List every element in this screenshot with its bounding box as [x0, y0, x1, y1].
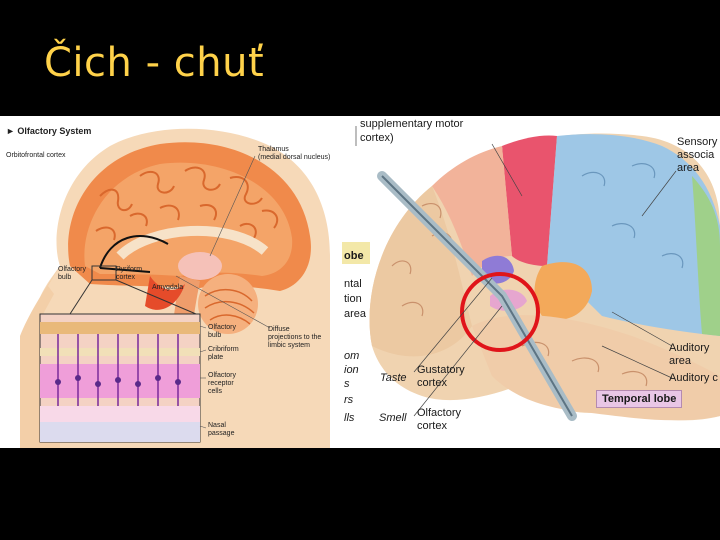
- label-diffuse-projections: Diffuse projections to the limbic system: [268, 326, 322, 349]
- label-lls: lls: [344, 412, 355, 424]
- olfactory-system-illustration: [20, 128, 331, 448]
- label-auditory-cortex: Auditory c: [669, 372, 718, 384]
- label-temporal-lobe: Temporal lobe: [596, 390, 683, 408]
- label-smell: Smell: [379, 412, 407, 424]
- label-tion: tion: [344, 293, 362, 305]
- label-orbitofrontal: Orbitofrontal cortex: [6, 152, 66, 159]
- label-gustatory-cortex: cortex: [417, 377, 447, 389]
- label-olfactory-bulb: Olfactory bulb: [58, 266, 87, 281]
- label-auditory: Auditory: [669, 342, 710, 354]
- cortex-areas-figure: supplementary motor cortex) Sensory asso…: [342, 116, 720, 448]
- label-area: area: [344, 308, 367, 320]
- label-rs: rs: [344, 394, 354, 406]
- label-ntal: ntal: [344, 278, 362, 290]
- label-auditory-area: area: [669, 355, 692, 367]
- label-om: om: [344, 350, 360, 362]
- label-pyriform-cortex: Pyriform cortex: [116, 266, 143, 281]
- label-detail-bulb: Olfactory bulb: [208, 324, 237, 339]
- highlight-circle: [460, 272, 540, 352]
- label-sensory-association: associa: [677, 149, 715, 161]
- label-ion: ion: [344, 364, 359, 376]
- label-detail-nasal: Nasal passage: [208, 422, 235, 437]
- label-olfactory: Olfactory: [417, 407, 462, 419]
- label-gustatory: Gustatory: [417, 364, 465, 376]
- figure-heading: ► Olfactory System: [6, 126, 92, 136]
- label-sensory-area: area: [677, 162, 700, 174]
- label-s: s: [344, 378, 350, 390]
- label-supplementary-cortex: cortex): [360, 132, 394, 144]
- label-lobe: obe: [344, 250, 364, 262]
- label-amygdala: Amygdala: [152, 284, 184, 291]
- slide-title: Čich - chuť: [44, 40, 265, 86]
- label-thalamus-sub: (medial dorsal nucleus): [258, 154, 331, 161]
- label-taste: Taste: [380, 372, 407, 384]
- label-detail-receptor: Olfactory receptor cells: [208, 372, 237, 395]
- label-thalamus: Thalamus: [258, 146, 289, 153]
- label-supplementary-motor: supplementary motor: [360, 118, 464, 130]
- label-sensory: Sensory: [677, 136, 718, 148]
- label-olfactory-cortex: cortex: [417, 420, 447, 432]
- label-detail-cribriform: Cribriform plate: [208, 346, 239, 361]
- olfactory-system-figure: ► Olfactory System Orbitofrontal cortex …: [0, 116, 358, 448]
- cortex-areas-illustration: [342, 126, 720, 421]
